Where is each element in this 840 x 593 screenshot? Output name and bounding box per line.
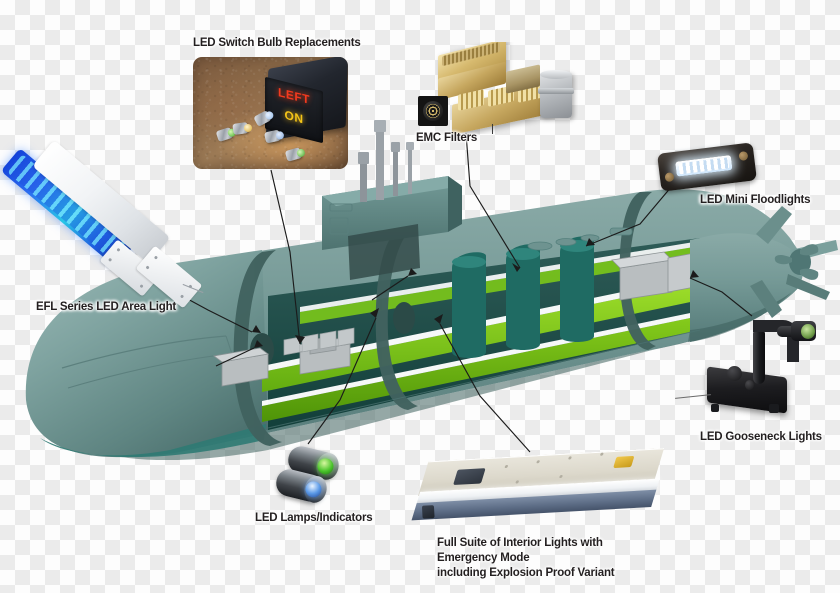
led-gooseneck-light-photo: [675, 310, 819, 420]
gooseneck-lens: [801, 323, 815, 339]
label-led-switch-bulb-replacements: LED Switch Bulb Replacements: [193, 37, 361, 49]
emc-cylinder-cap: [540, 70, 572, 79]
label-emc-filters: EMC Filters: [416, 132, 478, 144]
efl-area-light-photo: [0, 140, 204, 309]
gooseneck-mount-foot: [711, 404, 719, 412]
led-switch-bulb-photo: LEFT ON: [193, 57, 348, 169]
led-lamps-indicators-photo: [270, 443, 354, 507]
gooseneck-mount-foot: [769, 404, 779, 413]
label-led-mini-floodlights: LED Mini Floodlights: [700, 194, 811, 206]
emc-lead-wire: [492, 124, 493, 134]
fixture-control-badge: [453, 468, 486, 486]
emc-cylindrical-filter: [540, 72, 572, 118]
gooseneck-upper-arm: [777, 326, 801, 337]
gooseneck-lamp-head: [791, 321, 816, 341]
emc-cylinder-flange: [538, 88, 574, 94]
label-efl-series-led-area-light: EFL Series LED Area Light: [36, 301, 177, 313]
gooseneck-dimmer-knob[interactable]: [727, 366, 742, 381]
replacement-bulb: [232, 122, 253, 135]
fixture-end-cap: [421, 505, 435, 519]
emc-filters-photo: [418, 42, 578, 134]
label-led-gooseneck-lights: LED Gooseneck Lights: [700, 431, 822, 443]
label-full-suite-interior-lights: Full Suite of Interior Lights with Emerg…: [437, 536, 662, 581]
bulb-lens: [243, 122, 253, 132]
gooseneck-switch-knob[interactable]: [745, 380, 754, 390]
emc-connector-pins: [426, 104, 440, 118]
label-led-lamps-indicators: LED Lamps/Indicators: [255, 512, 373, 524]
label-line-2: including Explosion Proof Variant: [437, 567, 615, 579]
label-line-1: Full Suite of Interior Lights with Emerg…: [437, 537, 603, 564]
